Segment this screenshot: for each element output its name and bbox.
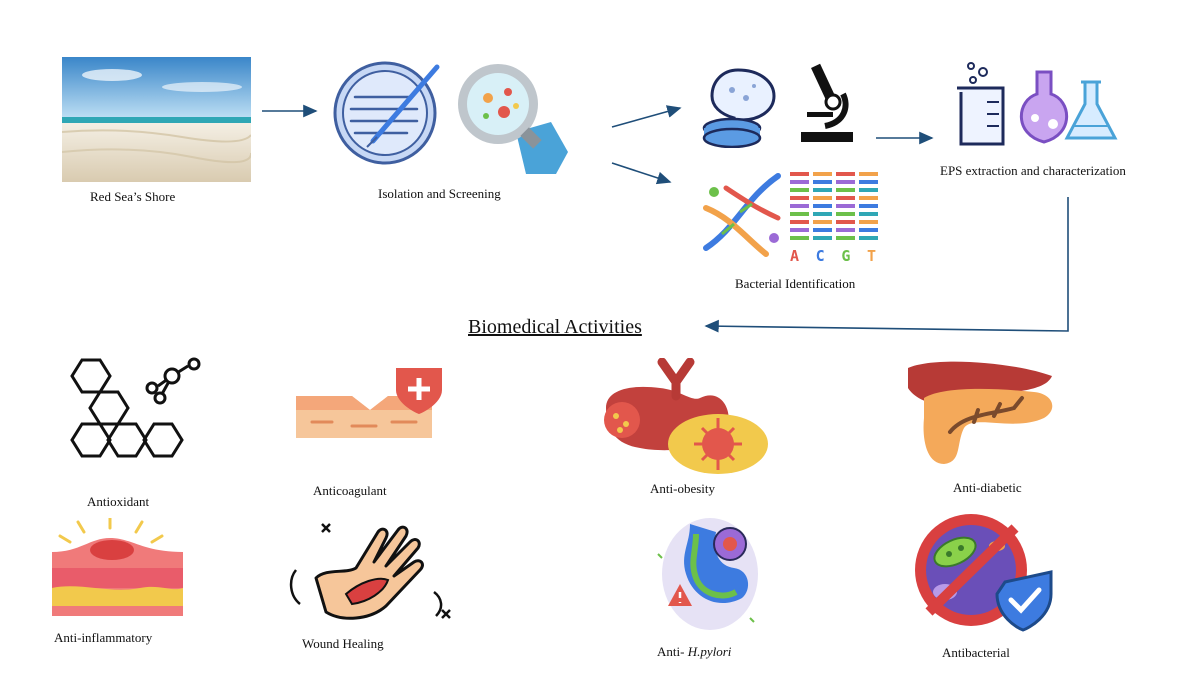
gel-band — [813, 172, 832, 176]
gel-band — [790, 180, 809, 184]
gel-band — [813, 188, 832, 192]
fat-cell-icon — [600, 357, 770, 476]
section-title: Biomedical Activities — [468, 316, 642, 338]
gel-band — [859, 172, 878, 176]
culture-dish-icon — [702, 68, 784, 149]
gel-band — [790, 236, 809, 240]
gel-band — [859, 196, 878, 200]
dna-helix-icon — [696, 168, 786, 258]
gel-band — [859, 204, 878, 208]
gel-band — [813, 228, 832, 232]
gel-band — [813, 204, 832, 208]
label-anti-h-pylori: Anti- H.pylori — [657, 644, 731, 660]
bacteria-shield-icon — [905, 512, 1055, 632]
gel-band — [813, 220, 832, 224]
label-antioxidant: Antioxidant — [87, 494, 150, 509]
sequencing-gel-icon: A C G T — [790, 172, 880, 265]
gel-band — [813, 180, 832, 184]
label-anti-obesity: Anti-obesity — [650, 481, 715, 496]
gel-band — [836, 212, 855, 216]
label-red-sea-shore: Red Sea’s Shore — [90, 189, 176, 204]
molecule-icon — [62, 354, 212, 474]
gel-band — [790, 228, 809, 232]
stomach-bacteria-icon — [650, 514, 760, 634]
dna-letter-g: G — [841, 247, 851, 265]
lab-glassware-icon — [955, 60, 1125, 148]
arrow-isolation-to-culture — [611, 105, 682, 128]
gel-band — [790, 188, 809, 192]
pancreas-icon — [904, 358, 1059, 468]
inflamed-skin-icon — [50, 516, 185, 616]
label-anti-h-pylori-prefix: Anti- — [657, 644, 688, 659]
gel-band — [859, 180, 878, 184]
gel-band — [790, 172, 809, 176]
gel-band — [836, 188, 855, 192]
dna-letter-t: T — [866, 247, 876, 265]
wounded-hand-icon — [286, 518, 461, 628]
gel-band — [836, 236, 855, 240]
gel-band — [813, 196, 832, 200]
arrow-eps-to-activities — [704, 197, 1069, 333]
label-wound-healing: Wound Healing — [302, 636, 384, 651]
microscope-icon — [797, 60, 857, 144]
gel-band — [790, 220, 809, 224]
gel-band — [790, 212, 809, 216]
label-eps-extraction: EPS extraction and characterization — [940, 163, 1126, 178]
gel-band — [859, 228, 878, 232]
label-anti-inflammatory: Anti-inflammatory — [54, 630, 153, 645]
gel-band — [859, 188, 878, 192]
beach-photo — [61, 57, 253, 182]
gel-band — [836, 228, 855, 232]
streak-plate-icon — [333, 57, 443, 167]
gel-band — [813, 236, 832, 240]
gel-band — [836, 204, 855, 208]
dna-letter-a: A — [790, 247, 800, 265]
gel-band — [790, 204, 809, 208]
gel-band — [859, 236, 878, 240]
label-anti-diabetic: Anti-diabetic — [953, 480, 1022, 495]
label-isolation-screening: Isolation and Screening — [378, 186, 501, 201]
petri-magnifier-icon — [456, 62, 571, 174]
label-anti-h-pylori-species: H.pylori — [687, 644, 732, 659]
gel-band — [836, 196, 855, 200]
gel-band — [836, 180, 855, 184]
gel-band — [790, 196, 809, 200]
gel-band — [859, 212, 878, 216]
label-anticoagulant: Anticoagulant — [313, 483, 387, 498]
gel-band — [836, 172, 855, 176]
label-antibacterial: Antibacterial — [942, 645, 1010, 660]
skin-shield-icon — [292, 366, 442, 446]
gel-band — [836, 220, 855, 224]
arrow-isolation-to-identification — [611, 162, 672, 185]
label-bacterial-identification: Bacterial Identification — [735, 276, 856, 291]
dna-letter-c: C — [815, 247, 825, 265]
gel-band — [859, 220, 878, 224]
gel-band — [813, 212, 832, 216]
